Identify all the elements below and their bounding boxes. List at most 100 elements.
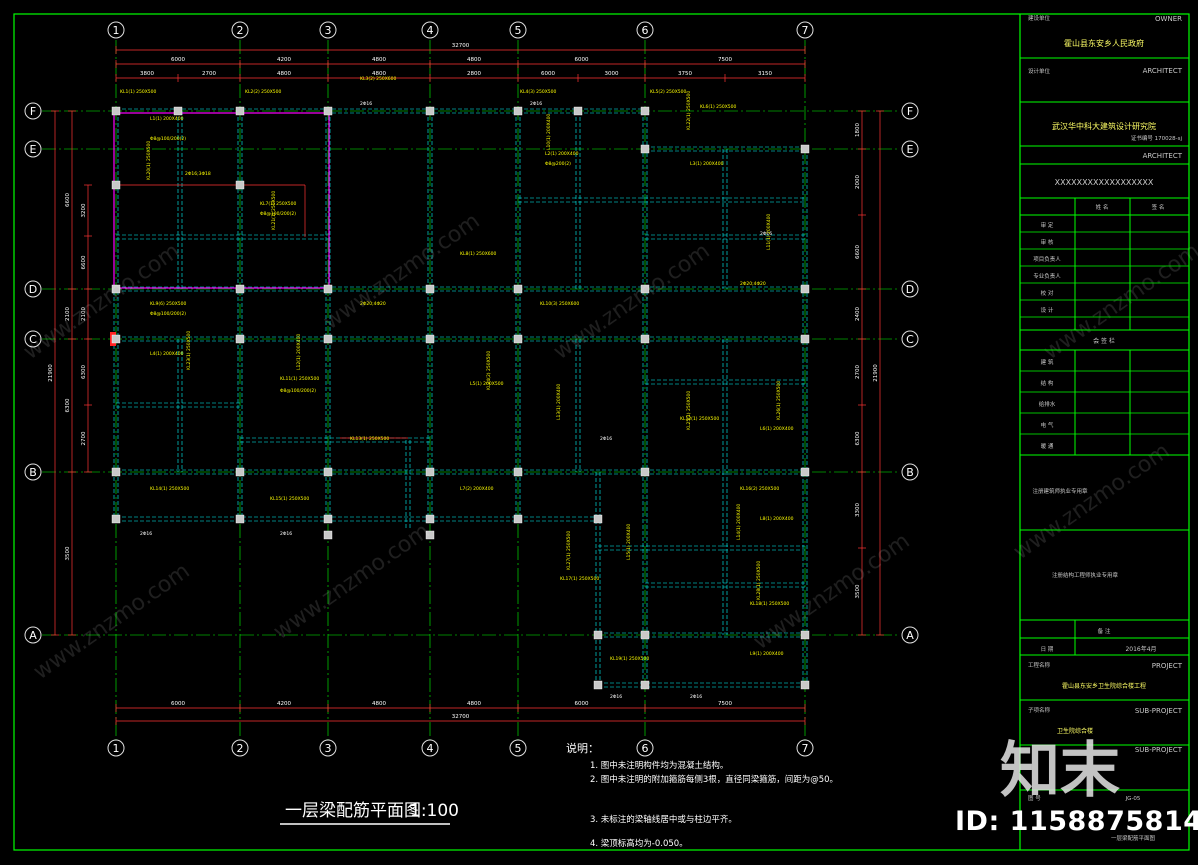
beam-label-6: L1(1) 200X400 [150,116,184,122]
beam-label-25: L6(1) 200X400 [760,426,794,432]
dim-top-segments-text-6: 3000 [605,71,619,77]
beam-label-28: KL15(1) 250X500 [270,496,309,502]
beam-label-13: Φ8@200(2) [545,161,571,167]
axis-bubble-right-A-circle [901,626,919,644]
dim-left-total-text-0: 21900 [48,364,54,382]
column-4 [111,514,121,524]
beam-label-v-13: L15(1) 200X400 [626,524,632,560]
axis-bubble-left-C-circle [24,330,42,348]
dim-right-segments-text-4: 2700 [855,365,861,379]
beam-label-v-3: KL22(1) 250X500 [686,91,692,130]
dim-left-segments-text-2: 2100 [81,307,87,321]
axis-bubble-bottom-5-label: 5 [515,742,522,755]
dim-left-bays-text-1: 2100 [65,307,71,321]
beam-label-27: KL14(1) 250X500 [150,486,189,492]
beam-label-40: 2Φ16 [360,101,372,107]
dim-top-segments-text-7: 3750 [678,71,692,77]
column-32 [640,467,650,477]
dim-top-bays-text-0: 6000 [171,57,185,63]
axis-bubble-top-2-label: 2 [237,24,244,37]
axis-bubble-left-E-circle [24,140,42,158]
column-29 [800,284,810,294]
project-label: 工程名称 [1028,661,1051,669]
beam-label-v-12: KL27(1) 250X500 [566,531,572,570]
beam-label-14: L3(1) 200X400 [690,161,724,167]
column-28 [640,284,650,294]
column-16 [425,284,435,294]
dim-bottom-bays-text-1: 4200 [277,701,291,707]
dim-top-segments-text-0: 3800 [140,71,154,77]
beam-label-0: KL1(1) 250X500 [120,89,157,95]
column-10 [323,106,333,116]
drawing-scale: 1:100 [410,801,459,821]
discipline-label-0: 建 筑 [1041,358,1054,366]
column-34 [593,514,603,524]
beam-label-v-4: L11(1) 200X400 [766,214,772,250]
remarks-label: 备 注 [1098,627,1111,635]
beam-label-v-6: L12(1) 200X400 [296,334,302,370]
axis-bubble-top-5-circle [509,21,527,39]
beam-label-v-8: L13(1) 200X400 [556,384,562,420]
dim-top-segments-text-4: 2800 [467,71,481,77]
note-item-2: 2. 图中未注明的附加箍筋每侧3根，直径同梁箍筋，间距为@50。 [590,774,838,785]
column-42 [425,530,435,540]
axis-bubble-bottom-7-label: 7 [802,742,809,755]
dim-top-bays-text-1: 4200 [277,57,291,63]
countersign-heading: 会 签 栏 [1093,337,1115,345]
axis-bubble-bottom-1-circle [107,739,125,757]
column-15 [425,106,435,116]
project-name: 霍山县东安乡卫生院综合楼工程 [1062,682,1146,690]
axis-bubble-top-6-circle [636,21,654,39]
subproject-en-2: SUB-PROJECT [1135,746,1183,754]
axis-bubble-right-B-label: B [906,466,914,479]
axis-bubble-right-F-label: F [907,105,913,118]
beam-label-8: 2Φ16;3Φ18 [185,171,211,177]
axis-bubble-bottom-3-label: 3 [325,742,332,755]
dim-top-total-text-0: 32700 [452,43,470,49]
axis-bubble-right-C-label: C [906,333,914,346]
beam-label-34: L9(1) 200X400 [750,651,784,657]
drawing-no: JG-05 [1125,796,1141,802]
notes-block: 说明： 1. 图中未注明构件均为混凝土结构。 2. 图中未注明的附加箍筋每侧3根… [566,741,838,849]
beam-label-v-2: L10(1) 200X400 [546,114,552,150]
column-46 [573,106,583,116]
architect-name: 武汉华中科大建筑设计研究院 [1052,121,1156,131]
discipline-label-1: 结 构 [1041,379,1054,387]
beam-label-33: KL18(1) 250X500 [750,601,789,607]
column-3 [111,467,121,477]
column-41 [323,530,333,540]
role-label-0: 审 定 [1041,221,1054,229]
dim-bottom-bays-text-4: 6000 [575,701,589,707]
beam-label-43: 2Φ16 [600,436,612,442]
dim-bottom-bays-text-2: 4800 [372,701,386,707]
beam-label-5: KL6(1) 250X500 [700,104,737,110]
column-8 [235,467,245,477]
watermark-id: ID: 1158875814 [955,806,1198,837]
dim-top-bays-text-4: 6000 [575,57,589,63]
beam-label-4: KL5(2) 250X500 [650,89,687,95]
architect-en-2: ARCHITECT [1143,152,1183,160]
beam-label-3: KL4(3) 250X500 [520,89,557,95]
beam-label-v-5: KL23(1) 250X500 [186,331,192,370]
dim-right-total-text-0: 21900 [873,364,879,382]
note-item-1: 1. 图中未注明构件均为混凝土结构。 [590,760,728,771]
beam-label-1: KL2(2) 250X500 [245,89,282,95]
role-label-4: 校 对 [1041,289,1054,297]
dim-bottom-total-text-0: 32700 [452,714,470,720]
subproject-label: 子项名称 [1028,706,1051,714]
beam-layout [110,108,808,688]
dim-left-bays-text-0: 6600 [65,193,71,207]
column-5 [235,106,245,116]
beam-label-42: 2Φ16 [760,231,772,237]
owner-label: 建设单位 [1028,14,1051,22]
column-33 [800,467,810,477]
discipline-label-3: 电 气 [1041,421,1054,429]
beam-label-v-14: KL28(1) 250X500 [756,561,762,600]
beam-label-20: L4(1) 200X400 [150,351,184,357]
